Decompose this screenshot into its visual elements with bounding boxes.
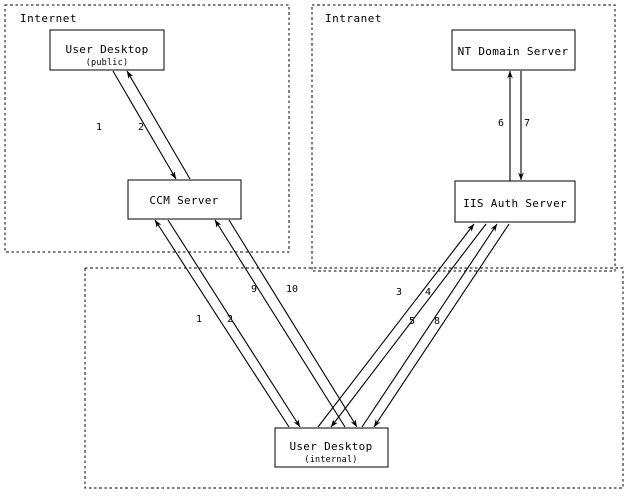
flow-group-iis-internal-a bbox=[317, 223, 487, 428]
flow-line-9 bbox=[214, 219, 346, 428]
node-title-nt-domain-server: NT Domain Server bbox=[458, 45, 569, 58]
flow-group-iis-nt bbox=[507, 70, 524, 181]
flow-group-ccm-internal-a bbox=[154, 219, 301, 428]
flow-line-5 bbox=[361, 223, 498, 428]
node-nt-domain-server[interactable]: NT Domain Server bbox=[451, 29, 576, 71]
node-subtitle-user-desktop-public: (public) bbox=[86, 58, 129, 68]
flow-group-ccm-internal-b bbox=[214, 219, 358, 428]
flow-line-10 bbox=[228, 219, 358, 428]
node-title-user-desktop-internal: User Desktop bbox=[289, 440, 372, 453]
edge-step-labels: 1 2 6 7 9 10 1 2 3 4 5 8 bbox=[96, 118, 530, 327]
node-box-user-desktop-internal[interactable] bbox=[274, 427, 389, 468]
zone-label-internet: Internet bbox=[20, 12, 77, 25]
zone-label-intranet: Intranet bbox=[325, 12, 382, 25]
edge-label-3: 3 bbox=[396, 287, 402, 298]
edge-label-4: 4 bbox=[425, 287, 431, 298]
edge-label-9: 9 bbox=[251, 284, 257, 295]
edge-label-2-bottom: 2 bbox=[227, 314, 233, 325]
node-box-nt-domain-server[interactable] bbox=[451, 29, 576, 71]
edge-label-7: 7 bbox=[524, 118, 530, 129]
node-title-iis-auth-server: IIS Auth Server bbox=[463, 197, 567, 210]
flow-line-3 bbox=[317, 223, 475, 428]
node-title-ccm-server: CCM Server bbox=[149, 194, 218, 207]
node-box-iis-auth-server[interactable] bbox=[454, 180, 576, 223]
flow-group-public-ccm bbox=[112, 70, 191, 180]
node-title-user-desktop-public: User Desktop bbox=[65, 43, 148, 56]
edge-label-1-bottom: 1 bbox=[196, 314, 202, 325]
zone-boundaries bbox=[4, 4, 624, 489]
zone-internet-border bbox=[4, 4, 290, 253]
edge-label-8: 8 bbox=[434, 316, 440, 327]
node-user-desktop-internal[interactable]: User Desktop (internal) bbox=[274, 427, 389, 468]
edge-label-2-top: 2 bbox=[138, 122, 144, 133]
edge-label-10: 10 bbox=[286, 284, 298, 295]
flow-line-1-internal bbox=[154, 219, 290, 428]
edge-label-1-top: 1 bbox=[96, 122, 102, 133]
node-iis-auth-server[interactable]: IIS Auth Server bbox=[454, 180, 576, 223]
node-box-user-desktop-public[interactable] bbox=[49, 29, 165, 71]
node-user-desktop-public[interactable]: User Desktop (public) bbox=[49, 29, 165, 71]
edge-label-5: 5 bbox=[409, 316, 415, 327]
flow-line-4 bbox=[330, 223, 487, 428]
node-subtitle-user-desktop-internal: (internal) bbox=[304, 455, 357, 465]
node-box-ccm-server[interactable] bbox=[127, 179, 242, 220]
flow-line-1-public bbox=[112, 70, 177, 180]
flow-line-2-public bbox=[126, 70, 191, 180]
zone-labels: Internet Intranet bbox=[20, 12, 382, 25]
flow-group-iis-internal-b bbox=[361, 223, 510, 428]
node-ccm-server[interactable]: CCM Server bbox=[127, 179, 242, 220]
flow-line-2-internal bbox=[167, 219, 301, 428]
flow-line-8 bbox=[373, 223, 510, 428]
edge-label-6: 6 bbox=[498, 118, 504, 129]
zone-internal-border bbox=[84, 267, 624, 489]
zone-intranet-border bbox=[311, 4, 616, 272]
